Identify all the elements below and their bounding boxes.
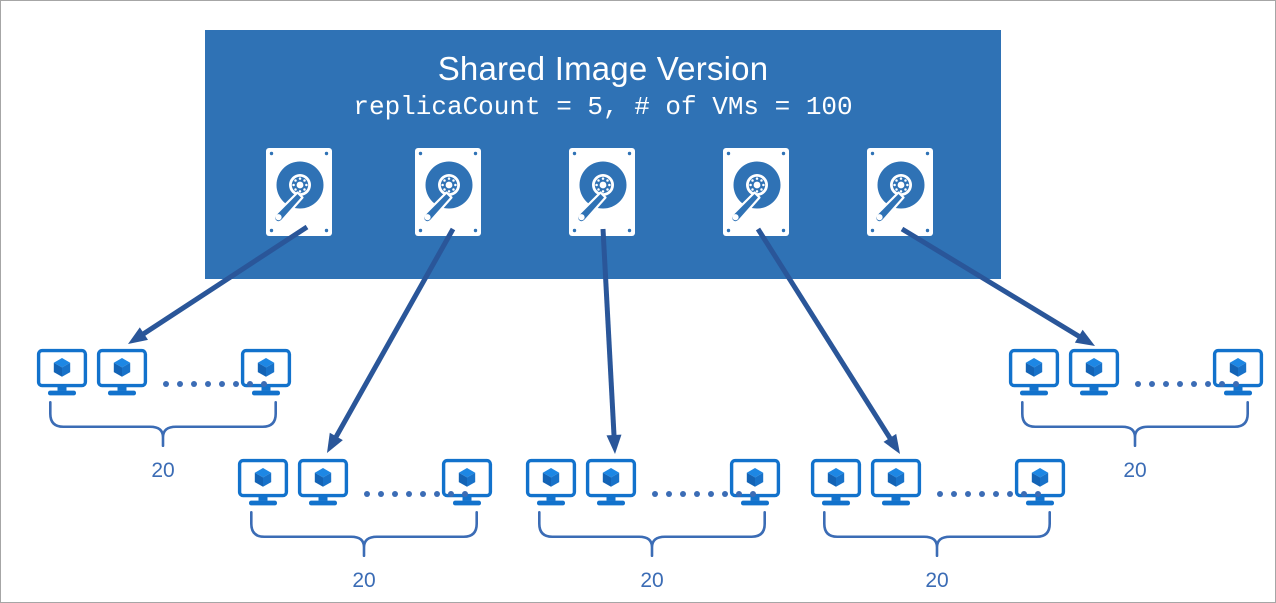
dot <box>979 491 985 497</box>
group-brace <box>823 510 1051 557</box>
dot <box>392 491 398 497</box>
vm-icon <box>525 458 577 507</box>
dot <box>965 491 971 497</box>
dot <box>247 381 253 387</box>
dot <box>261 381 267 387</box>
group-brace <box>250 510 478 557</box>
dot <box>163 381 169 387</box>
dot <box>1205 381 1211 387</box>
ellipsis-dots <box>364 489 468 499</box>
vm-count-label: 20 <box>925 569 949 592</box>
dot <box>1163 381 1169 387</box>
dot <box>993 491 999 497</box>
vm-icon <box>870 458 922 507</box>
vm-icon <box>240 348 292 397</box>
dot <box>1233 381 1239 387</box>
ellipsis-dots <box>937 489 1041 499</box>
disk-icon-5 <box>867 148 933 236</box>
dot <box>406 491 412 497</box>
disk-icon-1 <box>266 148 332 236</box>
disk-icon-2 <box>415 148 481 236</box>
dot <box>1135 381 1141 387</box>
dot <box>937 491 943 497</box>
dot <box>750 491 756 497</box>
vm-icon <box>585 458 637 507</box>
vm-icon <box>1212 348 1264 397</box>
vm-count-label: 20 <box>1123 459 1147 482</box>
group-brace <box>49 401 277 447</box>
vm-icon <box>1008 348 1060 397</box>
ellipsis-dots <box>163 379 267 389</box>
arrow-replica-4-to-group-4-head <box>883 433 900 454</box>
dot <box>736 491 742 497</box>
dot <box>666 491 672 497</box>
dot <box>1149 381 1155 387</box>
disk-icon-3 <box>569 148 635 236</box>
dot <box>420 491 426 497</box>
page-title: Shared Image Version <box>437 50 769 87</box>
dot <box>1035 491 1041 497</box>
replica-count-subtitle: replicaCount = 5, # of VMs = 100 <box>353 92 853 122</box>
vm-icon <box>1068 348 1120 397</box>
disk-icon-4 <box>723 148 789 236</box>
vm-icon <box>441 458 493 507</box>
dot <box>680 491 686 497</box>
dot <box>1177 381 1183 387</box>
group-brace <box>1021 401 1249 447</box>
ellipsis-dots <box>652 489 756 499</box>
dot <box>722 491 728 497</box>
dot <box>448 491 454 497</box>
group-brace <box>538 510 766 557</box>
arrow-replica-2-to-group-2-head <box>327 432 343 453</box>
dot <box>233 381 239 387</box>
dot <box>708 491 714 497</box>
dot <box>1007 491 1013 497</box>
dot <box>462 491 468 497</box>
dot <box>177 381 183 387</box>
vm-icon <box>96 348 148 397</box>
dot <box>219 381 225 387</box>
vm-icon <box>36 348 88 397</box>
vm-icon <box>297 458 349 507</box>
dot <box>378 491 384 497</box>
dot <box>1021 491 1027 497</box>
dot <box>1219 381 1225 387</box>
vm-icon <box>1014 458 1066 507</box>
arrow-replica-3-to-group-3-head <box>606 434 622 454</box>
vm-count-label: 20 <box>640 569 664 592</box>
dot <box>364 491 370 497</box>
arrow-replica-1-to-group-1-head <box>128 327 149 344</box>
dot <box>1191 381 1197 387</box>
vm-count-label: 20 <box>352 569 376 592</box>
dot <box>434 491 440 497</box>
arrow-replica-5-to-group-5-head <box>1074 329 1095 346</box>
vm-count-label: 20 <box>151 459 175 482</box>
dot <box>205 381 211 387</box>
dot <box>652 491 658 497</box>
ellipsis-dots <box>1135 379 1239 389</box>
dot <box>694 491 700 497</box>
vm-icon <box>729 458 781 507</box>
dot <box>951 491 957 497</box>
vm-icon <box>810 458 862 507</box>
vm-icon <box>237 458 289 507</box>
dot <box>191 381 197 387</box>
